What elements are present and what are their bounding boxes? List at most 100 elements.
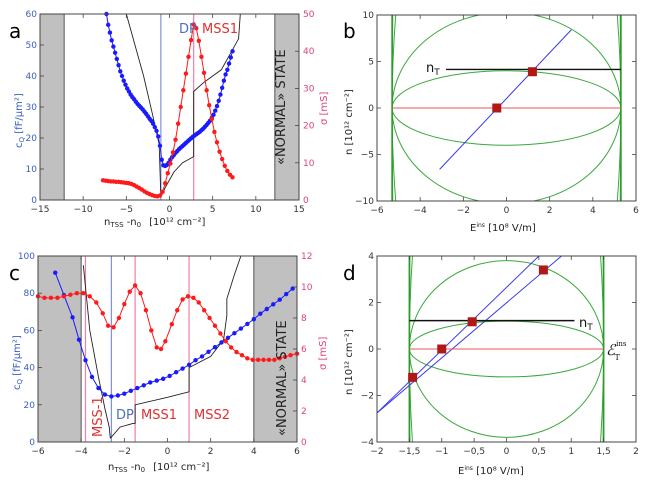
data-point xyxy=(157,143,163,148)
data-point xyxy=(213,108,218,113)
data-point xyxy=(218,92,223,97)
data-point xyxy=(109,394,114,399)
y-tick-label: 60 xyxy=(24,326,36,336)
mss2-label-c: MSS2 xyxy=(194,408,230,423)
data-point xyxy=(150,121,156,126)
y-tick-label: −4 xyxy=(361,438,375,448)
data-point xyxy=(76,337,82,342)
data-point xyxy=(48,295,54,301)
x-tick-label: −4 xyxy=(75,447,89,457)
data-point xyxy=(158,346,164,352)
solution-marker xyxy=(437,344,447,354)
data-point xyxy=(154,345,159,350)
data-point xyxy=(225,168,230,174)
model-curve xyxy=(82,265,111,439)
data-point xyxy=(68,292,73,297)
data-point xyxy=(230,175,235,180)
data-point xyxy=(245,321,250,327)
mss1-label-c: MSS1 xyxy=(141,408,177,423)
data-point xyxy=(112,50,118,55)
data-point xyxy=(245,356,250,361)
data-point xyxy=(219,156,225,162)
x-tick-label: 15 xyxy=(293,205,304,215)
data-point xyxy=(217,149,222,154)
model-curve xyxy=(160,13,241,198)
data-point xyxy=(212,323,218,328)
y-tick-label: 2 xyxy=(368,299,374,309)
data-point xyxy=(119,73,125,79)
x-tick-label: 2 xyxy=(208,447,214,457)
data-point xyxy=(222,163,227,168)
data-point xyxy=(194,25,199,31)
data-point xyxy=(143,308,149,313)
xlabel-c: nTSS -n0[10¹² cm⁻²] xyxy=(108,462,209,474)
y-right-tick-label: 8 xyxy=(301,314,307,324)
x-tick-label: 0,5 xyxy=(532,447,546,457)
y-right-tick-label: 0 xyxy=(303,196,309,206)
x-tick-label: 4 xyxy=(590,206,596,216)
xlabel-d: Eins [10⁸ V/m] xyxy=(458,465,524,477)
data-point xyxy=(55,295,60,301)
data-point xyxy=(230,49,235,54)
x-tick-label: 0 xyxy=(504,206,510,216)
data-point xyxy=(89,374,95,380)
y-right-tick-label: 10 xyxy=(303,159,315,169)
data-point xyxy=(154,378,159,383)
data-point xyxy=(207,102,212,108)
y-tick-label: 5 xyxy=(368,58,374,68)
y-tick-label: 100 xyxy=(18,252,35,262)
data-point xyxy=(175,121,181,126)
data-point xyxy=(290,286,295,291)
x-tick-label: −2 xyxy=(118,447,131,457)
normal-state-label-a: «NORMAL» STATE xyxy=(274,49,289,165)
y-tick-label: −2 xyxy=(361,392,374,402)
data-point xyxy=(225,335,231,341)
data-point xyxy=(199,54,204,59)
y-right-tick-label: 30 xyxy=(303,84,315,94)
y-tick-label: 40 xyxy=(24,364,36,374)
ylabel-c-right: σ [mS] xyxy=(318,336,329,370)
y-tick-label: 0 xyxy=(29,438,35,448)
data-point xyxy=(228,345,234,350)
data-point xyxy=(61,294,67,299)
data-point xyxy=(141,383,146,388)
x-tick-label: 0 xyxy=(165,447,171,457)
shaded-region xyxy=(39,13,65,201)
data-point xyxy=(156,134,161,139)
y-right-tick-label: 10 xyxy=(301,283,313,293)
y-tick-label: 0 xyxy=(368,345,374,355)
data-point xyxy=(204,88,209,93)
x-tick-label: −0,5 xyxy=(463,447,485,457)
data-point xyxy=(199,354,205,359)
data-point xyxy=(42,295,47,301)
data-point xyxy=(123,82,128,87)
data-point xyxy=(209,116,215,122)
data-point xyxy=(214,103,220,109)
y-tick-label: 10 xyxy=(363,11,375,21)
data-point xyxy=(191,295,196,301)
data-point xyxy=(221,78,227,83)
data-point xyxy=(53,270,58,275)
data-point xyxy=(173,137,178,142)
data-point xyxy=(81,291,86,296)
data-point xyxy=(185,294,191,299)
data-point xyxy=(250,357,255,363)
ylabel-c-left: cQ [fF/µm²] xyxy=(12,335,24,390)
data-point xyxy=(266,357,272,363)
data-point xyxy=(154,128,159,134)
data-point xyxy=(272,357,277,363)
data-point xyxy=(94,300,99,305)
data-point xyxy=(223,72,228,77)
ylabel-d: n [10¹² cm⁻²] xyxy=(344,329,355,395)
data-point xyxy=(165,171,170,176)
y-right-tick-label: 0 xyxy=(301,438,307,448)
data-point xyxy=(70,315,75,320)
data-point xyxy=(111,44,116,49)
data-point xyxy=(132,283,138,288)
data-point xyxy=(152,124,158,130)
data-point xyxy=(191,22,196,27)
data-point xyxy=(96,385,101,391)
